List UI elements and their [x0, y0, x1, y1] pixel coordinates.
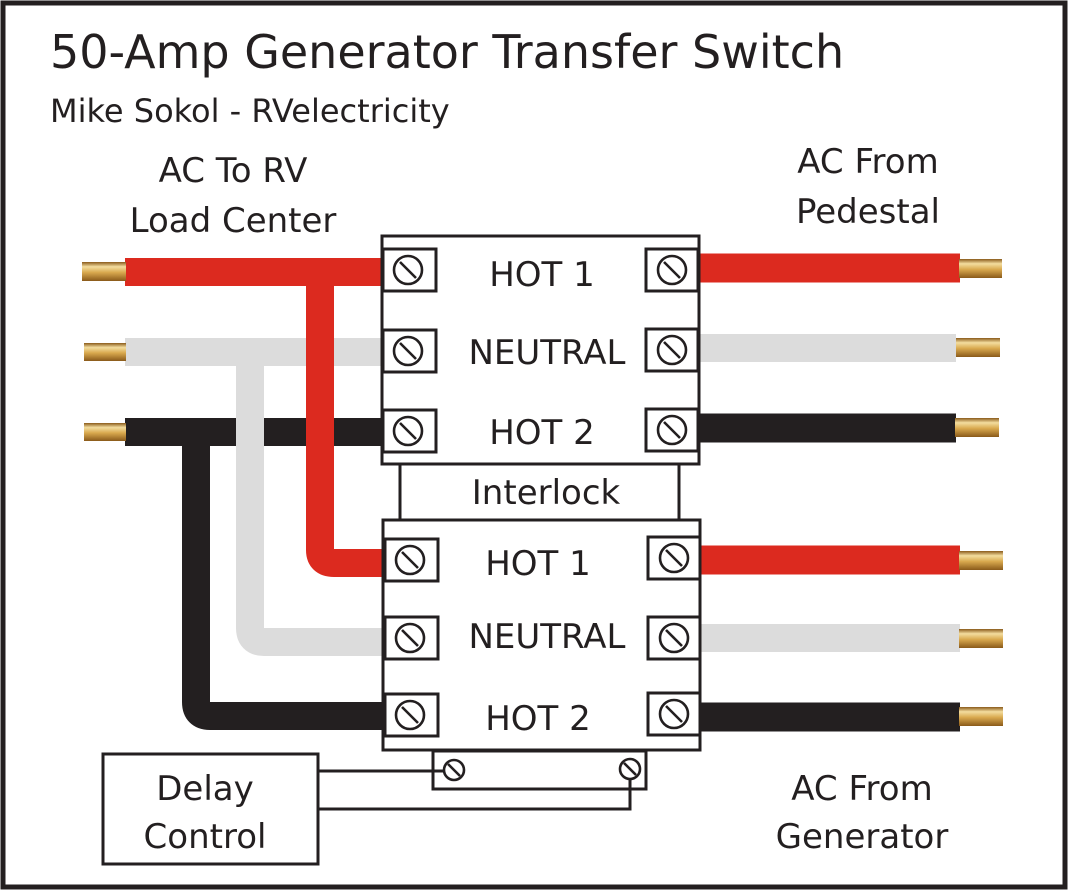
brass-tip-icon [959, 707, 1003, 726]
brass-tip-icon [959, 259, 1002, 278]
delay-control-line2: Control [144, 817, 267, 857]
right-wires [698, 253, 1003, 732]
terminal-row: NEUTRAL [381, 327, 700, 374]
brass-tip-icon [82, 262, 126, 281]
label-ac-from-generator: AC From Generator [776, 769, 949, 857]
terminal-row: HOT 1 [383, 535, 702, 584]
screw-icon [394, 544, 426, 576]
lower-terminal-label-hot2: HOT 2 [485, 699, 591, 739]
terminal-row: HOT 1 [381, 247, 700, 295]
terminal-row: HOT 2 [381, 407, 700, 454]
screw-icon [656, 334, 688, 366]
delay-control-box [101, 752, 320, 866]
screw-icon [656, 414, 688, 446]
screw-icon [618, 757, 642, 781]
delay-wire-2 [318, 779, 632, 811]
wire-neutral-left-lower [236, 352, 385, 656]
screw-icon [392, 335, 424, 367]
lower-terminal-label-neutral: NEUTRAL [468, 617, 625, 657]
label-ac-from-generator-line1: AC From [791, 769, 932, 809]
delay-terminal-strip [431, 749, 648, 791]
delay-control: Delay Control [101, 752, 632, 866]
lower-switch: HOT 1 NEUTRAL HOT 2 [381, 518, 702, 752]
label-ac-from-pedestal-line1: AC From [797, 142, 938, 182]
screw-icon [442, 758, 466, 782]
upper-terminal-label-hot1: HOT 1 [489, 255, 595, 295]
interlock-label: Interlock [472, 473, 621, 513]
brass-tip-icon [959, 629, 1003, 648]
label-ac-from-generator-line2: Generator [776, 817, 949, 857]
left-wires [82, 258, 385, 730]
brass-tip-icon [955, 418, 999, 437]
upper-switch: HOT 1 NEUTRAL HOT 2 [380, 234, 701, 466]
brass-tip-icon [959, 551, 1003, 570]
interlock: Interlock [398, 462, 681, 522]
diagram-title: 50-Amp Generator Transfer Switch [50, 25, 844, 79]
screw-icon [392, 254, 424, 286]
interlock-box [398, 462, 681, 522]
label-ac-to-rv-line2: Load Center [130, 201, 337, 241]
brass-tip-icon [84, 423, 126, 441]
screw-icon [658, 622, 690, 654]
wire-hot2-left-lower [182, 432, 385, 730]
terminal-row: HOT 2 [383, 691, 702, 739]
screw-icon [658, 542, 690, 574]
screw-icon [656, 254, 688, 286]
upper-terminal-label-neutral: NEUTRAL [468, 333, 625, 373]
wire-hot1-left-lower [306, 272, 385, 577]
brass-tip-icon [956, 338, 1000, 357]
delay-control-line1: Delay [156, 769, 254, 809]
label-ac-from-pedestal: AC From Pedestal [796, 142, 940, 232]
diagram-subtitle: Mike Sokol - RVelectricity [50, 92, 450, 130]
label-ac-to-rv-line1: AC To RV [159, 151, 308, 191]
lower-terminal-label-hot1: HOT 1 [485, 544, 591, 584]
label-ac-to-rv: AC To RV Load Center [130, 151, 337, 241]
screw-icon [658, 698, 690, 730]
label-ac-from-pedestal-line2: Pedestal [796, 192, 940, 232]
brass-tip-icon [84, 343, 126, 361]
screw-icon [394, 622, 426, 654]
terminal-row: NEUTRAL [383, 615, 702, 661]
screw-icon [394, 699, 426, 731]
upper-terminal-label-hot2: HOT 2 [489, 413, 595, 453]
screw-icon [392, 415, 424, 447]
